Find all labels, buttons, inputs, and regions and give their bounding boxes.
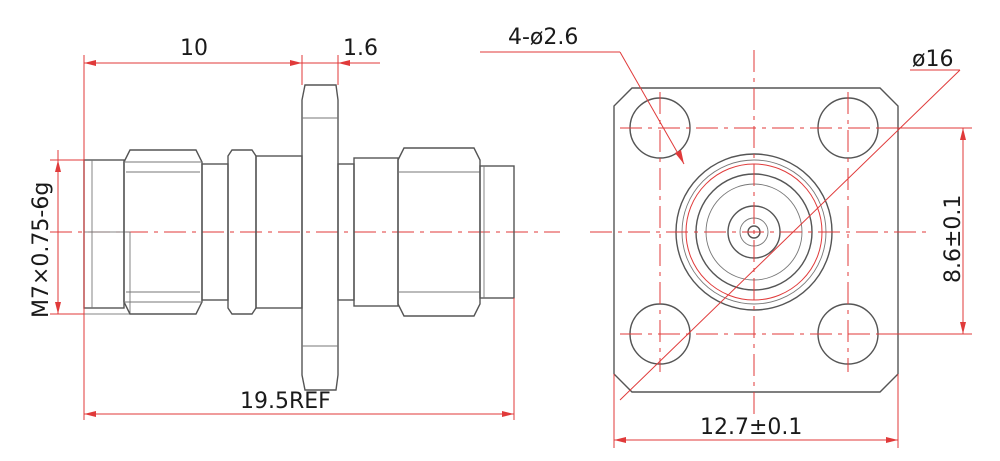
arrow-overall-left: [84, 411, 96, 417]
arrow-thread-top: [55, 160, 61, 172]
thread-section: [83, 159, 125, 309]
dim-holes: 4-ø2.6: [508, 25, 578, 50]
arrow-spacing-top: [960, 128, 966, 140]
arrow-1-6-right: [338, 60, 350, 66]
arrow-10-left: [84, 60, 96, 66]
flange: [301, 84, 339, 391]
rear-end: [479, 165, 515, 299]
arrow-holes: [675, 150, 684, 164]
front-view: ø16 4-ø2.6 8.6±0.1 12.7±0.1: [480, 25, 972, 448]
dim-overall: 19.5REF: [240, 389, 331, 414]
rear-nut: [397, 147, 481, 317]
flange-square: [613, 87, 899, 393]
dim-hole-spacing: 8.6±0.1: [941, 195, 966, 283]
leader-holes-diag: [619, 51, 685, 165]
dim-body-length: 10: [180, 36, 208, 61]
arrow-width-left: [614, 437, 626, 443]
dim-thread: M7×0.75-6g: [29, 182, 54, 318]
dim-flange-thickness: 1.6: [343, 36, 378, 61]
side-view: 10 1.6 M7×0.75-6g 19.5REF: [29, 36, 560, 420]
arrow-spacing-bottom: [960, 322, 966, 334]
arrow-10-right: [290, 60, 302, 66]
dim-line-hole-circle: [619, 69, 961, 401]
thread-chamfer: [83, 231, 131, 315]
arrow-overall-right: [502, 411, 514, 417]
arrow-width-right: [886, 437, 898, 443]
dim-hole-circle: ø16: [912, 47, 953, 72]
arrow-thread-bottom: [55, 302, 61, 314]
dim-flange-width: 12.7±0.1: [700, 415, 802, 440]
